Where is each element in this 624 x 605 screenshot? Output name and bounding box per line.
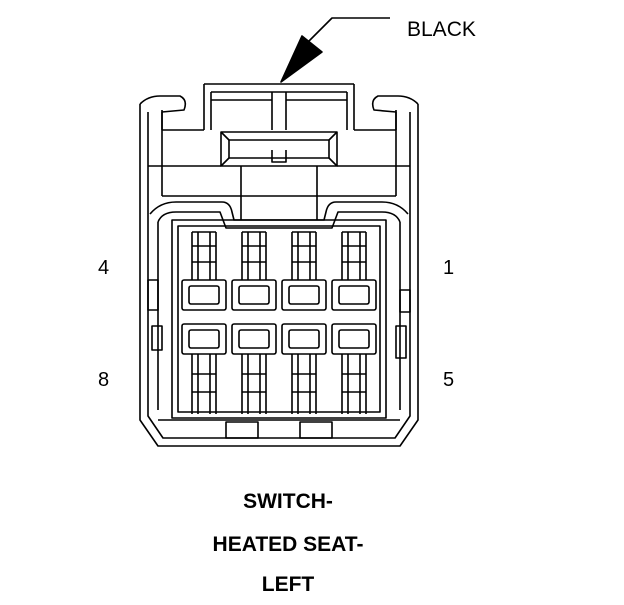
pin-label-top-left: 4 — [98, 257, 110, 279]
terminal-cavity — [281, 323, 327, 414]
connector-housing — [139, 95, 419, 447]
title-line-2: HEATED SEAT- — [212, 533, 364, 556]
terminal-cavities — [181, 231, 377, 414]
terminal-cavity — [181, 231, 227, 311]
title-line-3: LEFT — [261, 573, 315, 596]
title-line-1: SWITCH- — [243, 490, 333, 513]
terminal-cavity — [331, 323, 377, 414]
terminal-cavity — [331, 231, 377, 311]
terminal-cavity — [181, 323, 227, 414]
terminal-cavity — [231, 231, 277, 311]
leader-arrow — [280, 35, 323, 83]
wire-color-label: BLACK — [407, 18, 476, 41]
pin-label-top-right: 1 — [443, 257, 455, 279]
locking-tab — [203, 83, 355, 167]
leader-line — [307, 17, 390, 43]
pin-label-bottom-right: 5 — [443, 369, 455, 391]
terminal-cavity — [281, 231, 327, 311]
terminal-cavity — [231, 323, 277, 414]
pin-label-bottom-left: 8 — [98, 369, 110, 391]
